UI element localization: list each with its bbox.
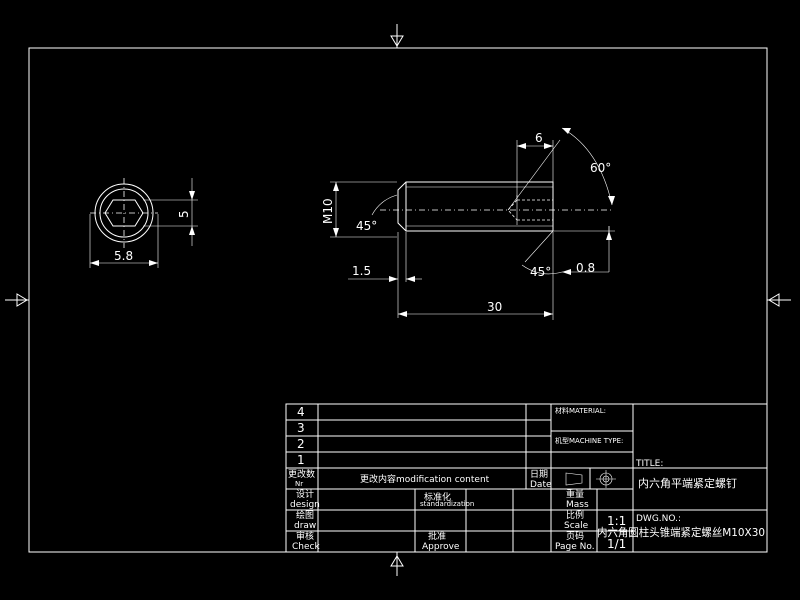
rev-no-label-en: Nr	[295, 480, 303, 488]
standard-label-en: standardization	[420, 500, 474, 508]
date-label-cn: 日期	[530, 469, 548, 480]
side-view: M10 45° 1.5 6 60° 45°	[321, 127, 615, 320]
machine-type-label: 机型MACHINE TYPE:	[555, 436, 623, 445]
dim-hex-across: 5	[177, 210, 191, 218]
end-view: 5.8 5	[89, 178, 198, 268]
centering-mark-right	[767, 293, 791, 307]
check-label-en: Check	[292, 542, 320, 552]
centering-mark-bottom	[390, 552, 404, 576]
draw-label-cn: 绘图	[296, 509, 314, 521]
draw-label-en: draw	[294, 521, 316, 531]
page-value: 1/1	[607, 537, 626, 551]
centering-mark-left	[5, 293, 29, 307]
dim-tip-offset: 0.8	[576, 261, 595, 275]
screw-body	[397, 181, 554, 232]
dim-hex-width: 5.8	[114, 249, 133, 263]
dim-chamfer-angle-left: 45°	[356, 219, 377, 233]
standard-label-cn: 标准化	[424, 491, 451, 503]
dim-chamfer-length: 1.5	[352, 264, 371, 278]
rev-number-1: 1	[297, 453, 305, 467]
dwg-value: 内六角圆柱头锥端紧定螺丝M10X30	[597, 525, 765, 539]
scale-label-en: Scale	[564, 521, 589, 531]
dim-socket-depth: 6	[535, 131, 543, 145]
rev-content-label: 更改内容modification content	[360, 473, 490, 485]
scale-label-cn: 比例	[566, 509, 584, 521]
dim-total-length: 30	[487, 300, 502, 314]
rev-number-2: 2	[297, 437, 305, 451]
centering-mark-top	[390, 24, 404, 48]
design-label-cn: 设计	[296, 488, 314, 500]
approve-label-cn: 批准	[428, 530, 446, 542]
dim-thread: M10	[321, 198, 335, 224]
rev-number-3: 3	[297, 421, 305, 435]
title-value: 内六角平端紧定螺钉	[638, 476, 737, 490]
page-label-en: Page No.	[555, 542, 595, 552]
title-label: TITLE:	[635, 459, 663, 469]
scale-value: 1:1	[607, 514, 626, 528]
design-label-en: design	[290, 500, 320, 510]
page-label-cn: 页码	[566, 531, 584, 542]
mass-label-cn: 重量	[566, 488, 584, 500]
date-label-en: Date	[530, 480, 552, 490]
title-block: 4 3 2 1 更改数 Nr 更改内容modification content …	[285, 403, 768, 553]
mass-label-en: Mass	[566, 500, 589, 510]
dim-cone-angle: 60°	[590, 161, 611, 175]
approve-label-en: Approve	[422, 542, 460, 552]
rev-number-4: 4	[297, 405, 305, 419]
rev-no-label-cn: 更改数	[288, 468, 315, 480]
dim-tip-angle: 45°	[530, 265, 551, 279]
dwg-label: DWG.NO.:	[636, 514, 681, 524]
material-label: 材料MATERIAL:	[555, 406, 606, 415]
projection-symbol	[565, 470, 616, 488]
check-label-cn: 审核	[296, 530, 314, 542]
